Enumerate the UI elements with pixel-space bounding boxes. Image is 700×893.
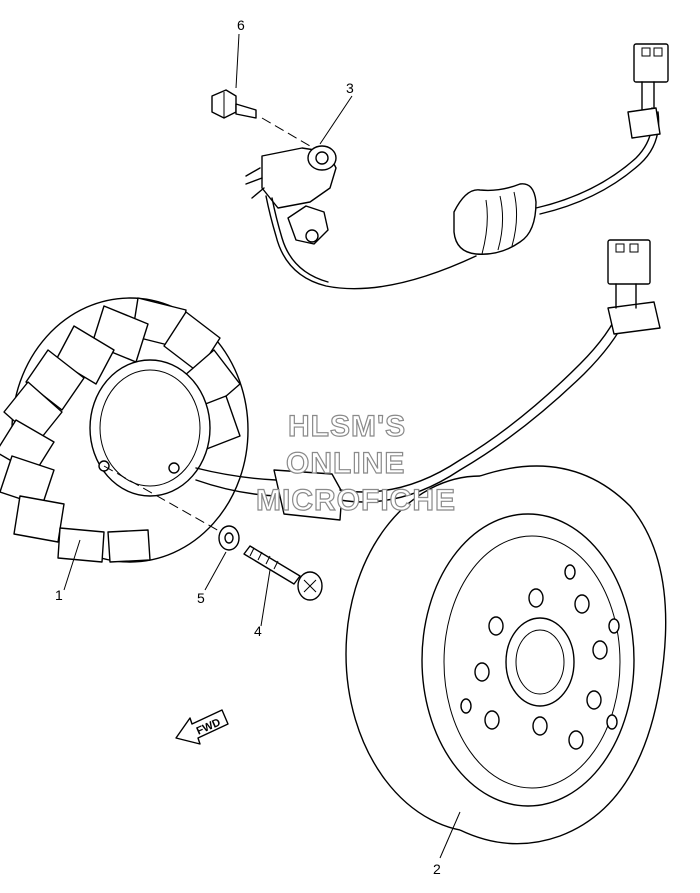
callout-6: 6: [237, 17, 245, 33]
callout-5: 5: [197, 590, 205, 606]
watermark-line-1: HLSM'S: [288, 410, 406, 443]
callout-3: 3: [346, 80, 354, 96]
callout-1: 1: [55, 587, 63, 603]
watermark-line-2: ONLINE: [286, 447, 405, 480]
watermark-line-3: MICROFICHE: [256, 484, 456, 517]
callout-2: 2: [433, 861, 441, 877]
part-1-stator: [0, 239, 661, 563]
part-2-rotor: [345, 465, 667, 845]
fwd-label: FWD: [195, 716, 223, 737]
leader-lines: [63, 33, 461, 859]
part-4-bolt: [243, 545, 323, 601]
watermark: HLSM'S ONLINE MICROFICHE: [255, 409, 456, 517]
callout-4: 4: [254, 623, 262, 639]
part-3-pickup-coil: [245, 43, 669, 290]
part-6-bolt: [211, 89, 311, 147]
fwd-direction-arrow: FWD: [175, 709, 229, 745]
part-5-washer: [218, 525, 240, 551]
